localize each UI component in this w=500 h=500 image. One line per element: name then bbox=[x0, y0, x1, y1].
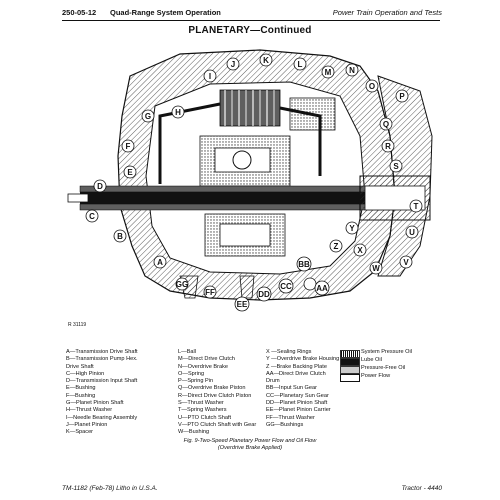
legend-item: P—Spring Pin bbox=[178, 378, 214, 385]
section-title: Quad-Range System Operation bbox=[110, 8, 221, 17]
legend-item: AA—Direct Drive Clutch bbox=[266, 370, 326, 377]
caption-line-2: (Overdrive Brake Applied) bbox=[217, 445, 283, 451]
page-footer: TM-1182 (Feb-78) Litho in U.S.A. Tractor… bbox=[0, 485, 500, 495]
legend-item: Drive Shaft bbox=[66, 363, 94, 370]
page-header: 250-05-12 Quad-Range System Operation Po… bbox=[0, 8, 500, 22]
legend-item: E—Bushing bbox=[66, 385, 96, 392]
legend-item: S—Thrust Washer bbox=[178, 400, 224, 407]
legend-column-3: X —Sealing Rings Y —Overdrive Brake Hous… bbox=[266, 349, 339, 429]
callout-label: FF bbox=[205, 288, 215, 297]
callout-label: I bbox=[209, 72, 211, 81]
legend-item: H—Thrust Washer bbox=[66, 407, 113, 414]
callout-label: C bbox=[89, 212, 95, 221]
callout-label: U bbox=[409, 228, 415, 237]
planetary-cross-section-diagram: J K L M N O P I G H F E D C B A GG FF bbox=[67, 49, 433, 312]
legend-item: T—Spring Washers bbox=[178, 407, 227, 414]
key-label: System Pressure Oil bbox=[361, 349, 412, 355]
pressure-free-swatch bbox=[340, 366, 360, 374]
callout-label: M bbox=[325, 68, 332, 77]
caption-line-1: Fig. 9-Two-Speed Planetary Power Flow an… bbox=[183, 438, 317, 444]
callout-label: L bbox=[298, 60, 303, 69]
callout-label: J bbox=[231, 60, 235, 69]
legend-item: Drum bbox=[266, 378, 280, 385]
callout-label: W bbox=[372, 264, 380, 273]
figure-caption: Fig. 9-Two-Speed Planetary Power Flow an… bbox=[0, 438, 500, 452]
legend-item: G—Planet Pinion Shaft bbox=[66, 400, 124, 407]
callout-label: P bbox=[399, 92, 405, 101]
callout-label: K bbox=[263, 56, 269, 65]
power-flow-swatch bbox=[340, 374, 360, 382]
callout-label: CC bbox=[280, 282, 292, 291]
legend-item: K—Spacer bbox=[66, 429, 94, 436]
callout-label: A bbox=[157, 258, 163, 267]
callout-label: DD bbox=[258, 290, 270, 299]
legend-column-1: A—Transmission Drive Shaft B—Transmissio… bbox=[66, 349, 138, 437]
legend-item: D—Transmission Input Shaft bbox=[66, 378, 138, 385]
legend-column-2: L—Ball M—Direct Drive Clutch N—Overdrive… bbox=[178, 349, 256, 437]
lube-oil-swatch bbox=[340, 358, 360, 366]
key-label: Power Flow bbox=[361, 373, 391, 379]
legend-item: B—Transmission Pump Hex. bbox=[66, 356, 138, 363]
footer-left: TM-1182 (Feb-78) Litho in U.S.A. bbox=[62, 485, 158, 492]
callout-label: D bbox=[97, 182, 103, 191]
chapter-title: Power Train Operation and Tests bbox=[332, 8, 442, 17]
callout-label: BB bbox=[298, 260, 310, 269]
legend-item: C—High Pinion bbox=[66, 370, 105, 377]
callout-label: GG bbox=[176, 280, 188, 289]
legend-item: F—Bushing bbox=[66, 392, 96, 399]
callout-label: F bbox=[126, 142, 131, 151]
callout-label: N bbox=[349, 66, 355, 75]
callout-label: Q bbox=[383, 120, 389, 129]
legend-item: EE—Planet Pinion Carrier bbox=[266, 407, 331, 414]
callout-label: X bbox=[357, 246, 363, 255]
callout-label: EE bbox=[237, 300, 248, 309]
legend-item: M—Direct Drive Clutch bbox=[178, 356, 235, 363]
legend-item: FF—Thrust Washer bbox=[266, 414, 315, 421]
legend-item: X —Sealing Rings bbox=[266, 349, 312, 355]
legend-item: L—Ball bbox=[178, 349, 197, 355]
legend-item: BB—Input Sun Gear bbox=[266, 385, 317, 392]
callout-label: Y bbox=[349, 224, 355, 233]
legend-item: DD—Planet Pinion Shaft bbox=[266, 400, 328, 407]
callout-label: R bbox=[385, 142, 391, 151]
footer-right: Tractor - 4440 bbox=[401, 485, 442, 492]
legend-item: O—Spring bbox=[178, 370, 205, 377]
legend-item: W—Bushing bbox=[178, 429, 210, 436]
legend-item: J—Planet Pinion bbox=[66, 421, 108, 428]
system-pressure-swatch bbox=[340, 350, 360, 358]
legend-item: V—PTO Clutch Shaft with Gear bbox=[178, 421, 257, 428]
legend-item: CC—Planetary Sun Gear bbox=[266, 392, 329, 399]
header-rule bbox=[62, 20, 440, 21]
callout-label: T bbox=[414, 202, 419, 211]
callout-label: AA bbox=[316, 284, 328, 293]
legend-item: GG—Bushings bbox=[266, 421, 304, 428]
callout-label: V bbox=[403, 258, 409, 267]
legend-item: I—Needle Bearing Assembly bbox=[66, 414, 138, 421]
legend-item: A—Transmission Drive Shaft bbox=[66, 349, 138, 355]
callout-label: S bbox=[393, 162, 399, 171]
legend-item: Z —Brake Backing Plate bbox=[266, 363, 327, 370]
figure-number: R 31119 bbox=[68, 322, 87, 328]
key-label: Lube Oil bbox=[361, 357, 382, 363]
callout-label: O bbox=[369, 82, 375, 91]
legend-item: Q—Overdrive Brake Piston bbox=[178, 385, 246, 392]
legend-item: N—Overdrive Brake bbox=[178, 363, 229, 370]
callout-label: B bbox=[117, 232, 123, 241]
legend-item: Y —Overdrive Brake Housing bbox=[266, 356, 340, 363]
page-code: 250-05-12 bbox=[62, 8, 97, 17]
legend-item: U—PTO Clutch Shaft bbox=[178, 414, 232, 421]
legend-item: R—Direct Drive Clutch Piston bbox=[178, 392, 252, 399]
key-label: Pressure-Free Oil bbox=[361, 365, 406, 371]
callout-label: E bbox=[127, 168, 133, 177]
page-title: PLANETARY—Continued bbox=[188, 25, 312, 36]
callout-label: G bbox=[145, 112, 151, 121]
callout-label: Z bbox=[334, 242, 339, 251]
callout-label: H bbox=[175, 108, 181, 117]
